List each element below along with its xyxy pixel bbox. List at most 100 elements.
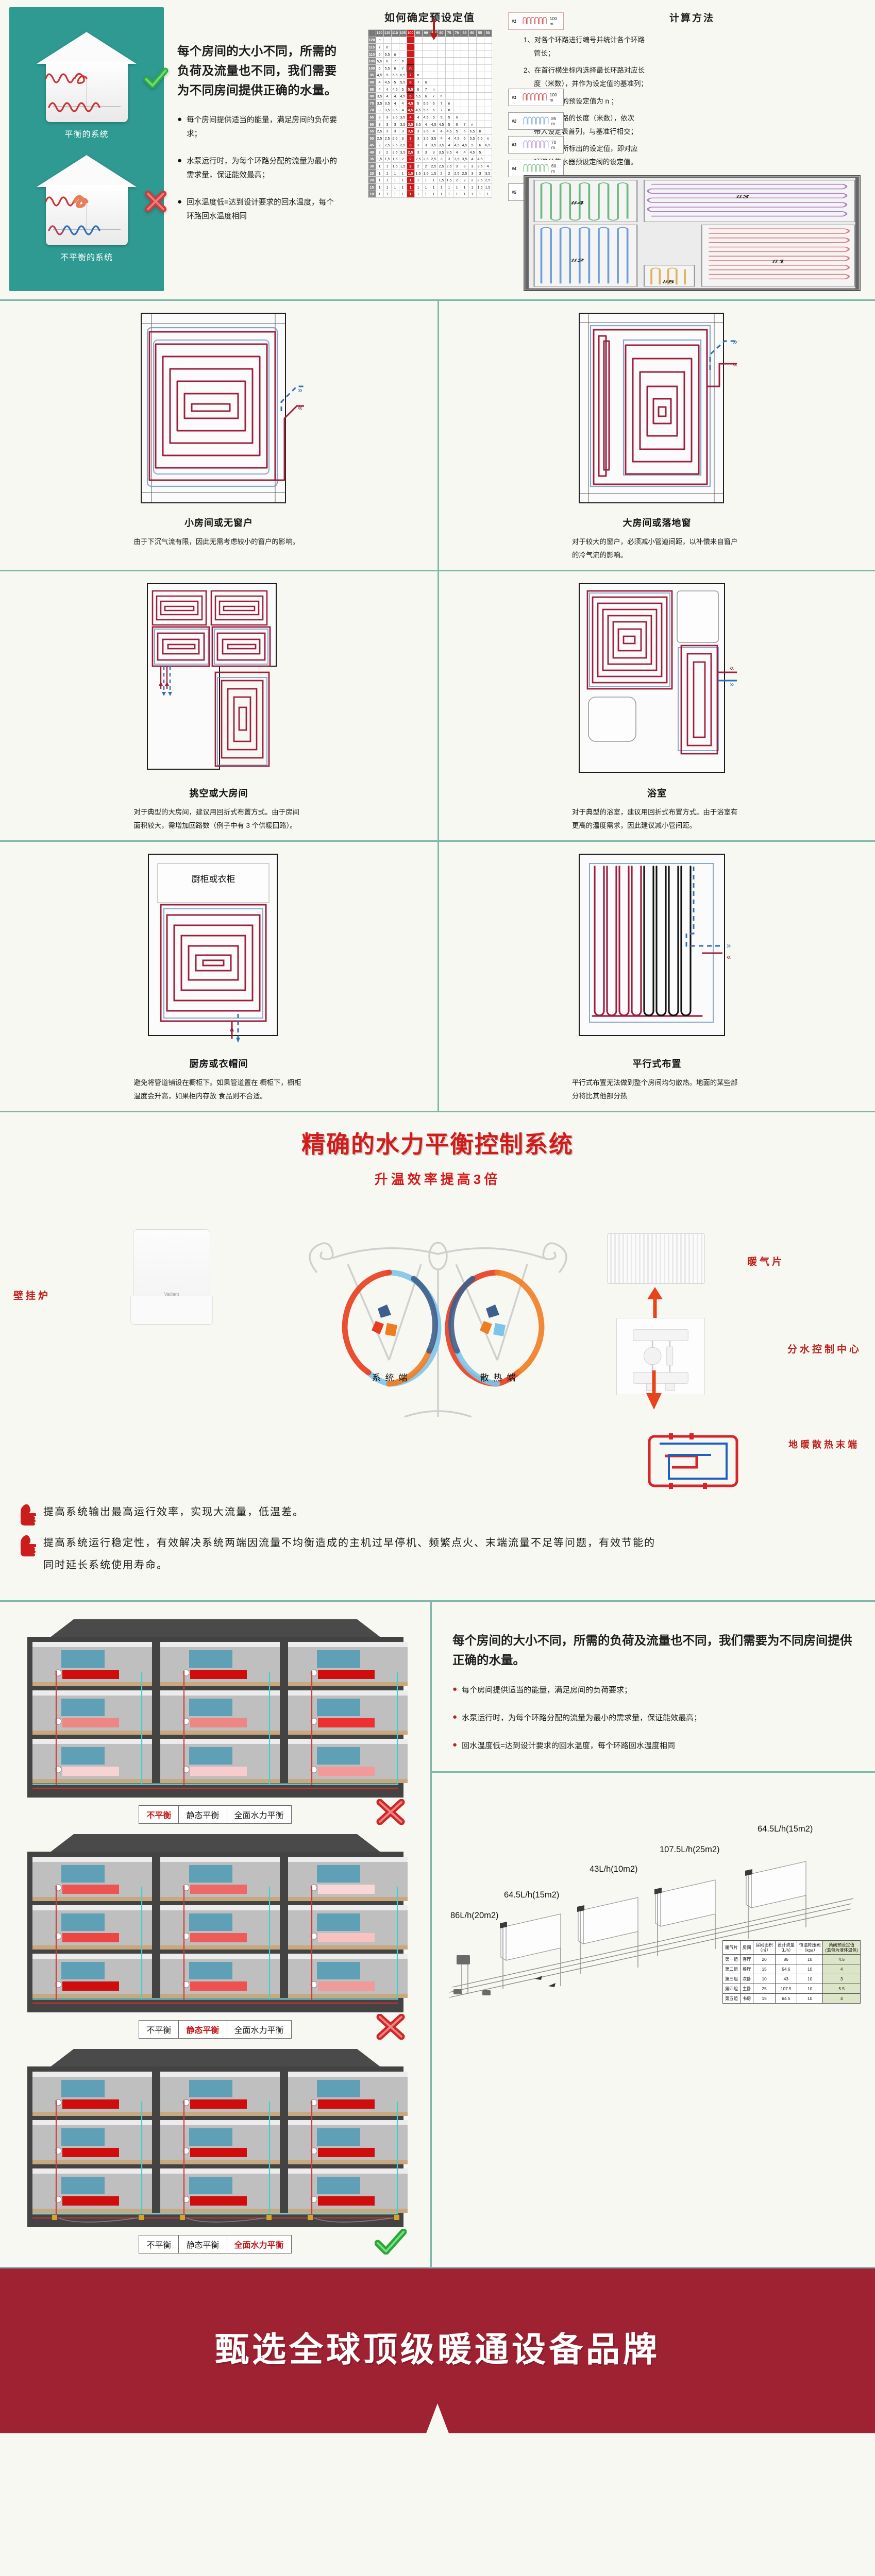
table-cell: 5.5: [822, 1984, 861, 1994]
pattern-diagram: » «: [439, 850, 875, 1054]
infographic-page: 平衡的系统: [0, 7, 875, 2434]
thumbs-up-icon: [21, 1504, 36, 1526]
table-cell: [483, 113, 492, 121]
radiator-shape: [62, 1767, 119, 1776]
table-cell: 1: [406, 190, 415, 198]
table-cell: 10: [796, 1993, 823, 2004]
table-cell: 3: [460, 162, 469, 170]
legend-tab[interactable]: 不平衡: [139, 2235, 179, 2253]
table-cell: 3: [822, 1974, 861, 1985]
table-cell: 6: [383, 57, 392, 65]
table-cell: 4: [398, 106, 407, 114]
table-cell: 3: [383, 113, 392, 121]
table-cell: 20: [753, 1954, 776, 1965]
table-cell: [398, 43, 407, 51]
table-col-header: 65: [460, 29, 469, 37]
table-cell: n: [483, 134, 492, 142]
multi-loop-diagram: [146, 583, 277, 770]
table-cell: [452, 92, 461, 100]
table-cell: 25: [753, 1984, 776, 1994]
table-cell: [445, 85, 453, 93]
manifold-label: 分水控制中心: [787, 1344, 862, 1355]
flow-label: 86L/h(20m2): [450, 1911, 499, 1921]
method-title: 计算方法: [669, 13, 715, 24]
table-cell: 1: [383, 190, 392, 198]
table-cell: 7: [460, 120, 469, 128]
pattern-desc: 平行式布置无法做到整个房间均匀散热。地面的某些部分将比其他部分热: [572, 1079, 738, 1100]
spiral-edge-loop-diagram: » «: [579, 313, 739, 504]
table-cell: 3: [391, 127, 399, 135]
table-row-header: 120: [367, 36, 376, 44]
table-cell: [476, 43, 484, 51]
table-header-row: 暖气片房间房间面积（㎡）设计流量（L/h）恒温降压阀（kpa）角阀预设定值(温包…: [722, 1940, 861, 1955]
table-cell: 4,5: [476, 155, 484, 163]
window-shape: [61, 1747, 105, 1765]
svg-text:#2: #2: [570, 258, 584, 263]
table-row-header: 75: [367, 99, 376, 107]
loop-length: 60 m: [551, 163, 557, 174]
table-cell: [406, 57, 415, 65]
method-step-cont: 环路分集水器预设定阀的设定值。: [534, 158, 637, 166]
legend-tab[interactable]: 全面水力平衡: [234, 1811, 284, 1821]
table-cell: [437, 85, 446, 93]
table-cell: [460, 78, 469, 86]
table-row-header: 80: [367, 92, 376, 100]
pattern-cell: » « 平行式布置 平行式布置无法做到整个房间均匀散热。地面的某些部分将比其他部…: [438, 842, 875, 1111]
table-cell: 1: [452, 190, 461, 198]
table-cell: n: [375, 36, 384, 44]
table-cell: [391, 36, 399, 44]
hero-subtitle: 升温效率提高3倍: [374, 1172, 501, 1188]
table-col-header: 55: [476, 29, 484, 37]
table-cell: 4,5: [391, 85, 399, 93]
table-cell: 2,5: [429, 162, 438, 170]
table-cell: n: [383, 43, 392, 51]
scale-and-cycles-icon: 系 统 端 散 热 端: [309, 1242, 567, 1418]
table-cell: 4,5: [375, 71, 384, 79]
table-corner: [367, 29, 376, 37]
table-cell: [414, 64, 423, 72]
table-cell: 3: [406, 141, 415, 149]
table-cell: 次卧: [739, 1974, 754, 1985]
legend-tab[interactable]: 全面水力平衡: [234, 2026, 284, 2036]
table-cell: 3,5: [460, 155, 469, 163]
building-cutaway-svg: [27, 1619, 408, 1798]
table-cell: 2,5: [452, 169, 461, 177]
table-cell: [483, 78, 492, 86]
table-cell: 3: [414, 127, 423, 135]
table-cell: 2: [445, 169, 453, 177]
legend-tab-group[interactable]: 不平衡静态平衡全面水力平衡: [139, 1805, 292, 1824]
legend-tab[interactable]: 全面水力平衡: [234, 2241, 284, 2250]
legend-tab[interactable]: 静态平衡: [179, 1806, 227, 1824]
table-cell: [452, 78, 461, 86]
table-cell: 1,5: [383, 155, 392, 163]
table-cell: 3,5: [452, 155, 461, 163]
table-cell: [460, 71, 469, 79]
table-cell: 1: [398, 176, 407, 184]
table-cell: 1: [422, 190, 430, 198]
legend-tab[interactable]: 不平衡: [139, 2021, 179, 2039]
legend-tab-group[interactable]: 不平衡静态平衡全面水力平衡: [139, 2235, 292, 2254]
window-shape: [61, 1865, 105, 1883]
radiator-shape: [62, 2099, 119, 2109]
table-cell: [468, 78, 477, 86]
legend-tab[interactable]: 不平衡: [139, 1806, 179, 1824]
balance-mode-legend: 不平衡静态平衡全面水力平衡: [12, 2229, 419, 2255]
table-col-header: 50: [483, 29, 492, 37]
table-cell: 7: [391, 57, 399, 65]
bullet-dot-icon: ●: [452, 1712, 458, 1721]
table-cell: 5,5: [422, 99, 430, 107]
table-cell: n: [398, 57, 407, 65]
legend-tab[interactable]: 静态平衡: [179, 2021, 227, 2039]
legend-tab[interactable]: 静态平衡: [179, 2235, 227, 2253]
radiator-shape: [317, 1670, 375, 1680]
legend-tab-group[interactable]: 不平衡静态平衡全面水力平衡: [139, 2020, 292, 2039]
table-cell: 10: [796, 1954, 823, 1965]
table-col-header: 120: [375, 29, 384, 37]
table-cell: 2: [406, 155, 415, 163]
